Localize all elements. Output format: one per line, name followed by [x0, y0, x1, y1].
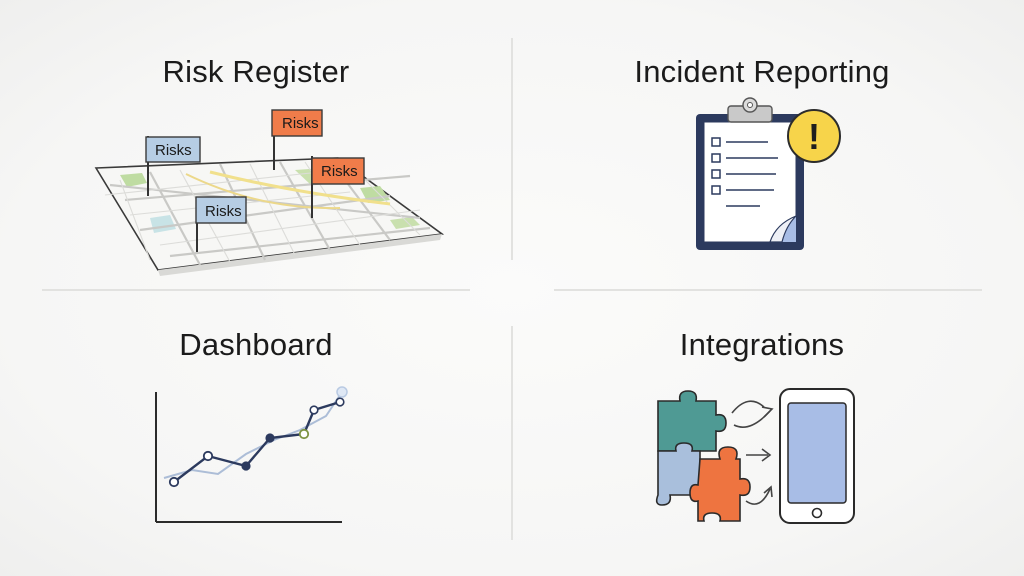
arrow-icon — [731, 400, 774, 505]
smartphone-icon — [779, 388, 855, 524]
integrations-title: Integrations — [679, 327, 845, 362]
puzzle-icon — [657, 390, 727, 452]
puzzle-icon — [689, 446, 751, 522]
warning-icon: ! — [787, 109, 841, 163]
divider-horizontal-right — [554, 289, 982, 291]
flag-label-2: Risks — [282, 115, 319, 132]
map-icon: Risks Risks Risks Risks — [94, 109, 445, 276]
incident-reporting-title: Incident Reporting — [634, 54, 890, 89]
risk-register-title: Risk Register — [162, 54, 350, 89]
alert-symbol: ! — [808, 116, 820, 157]
divider-vertical-top — [511, 38, 513, 260]
clipboard-icon: ! — [696, 97, 841, 250]
integrations-illustration — [655, 388, 855, 524]
divider-horizontal-left — [42, 289, 470, 291]
dashboard-title: Dashboard — [179, 327, 333, 362]
flag-label-3: Risks — [321, 163, 358, 180]
flag-label-4: Risks — [205, 203, 242, 220]
flag-label-1: Risks — [155, 142, 192, 159]
divider-vertical-bottom — [511, 326, 513, 540]
line-chart-icon — [155, 386, 348, 523]
